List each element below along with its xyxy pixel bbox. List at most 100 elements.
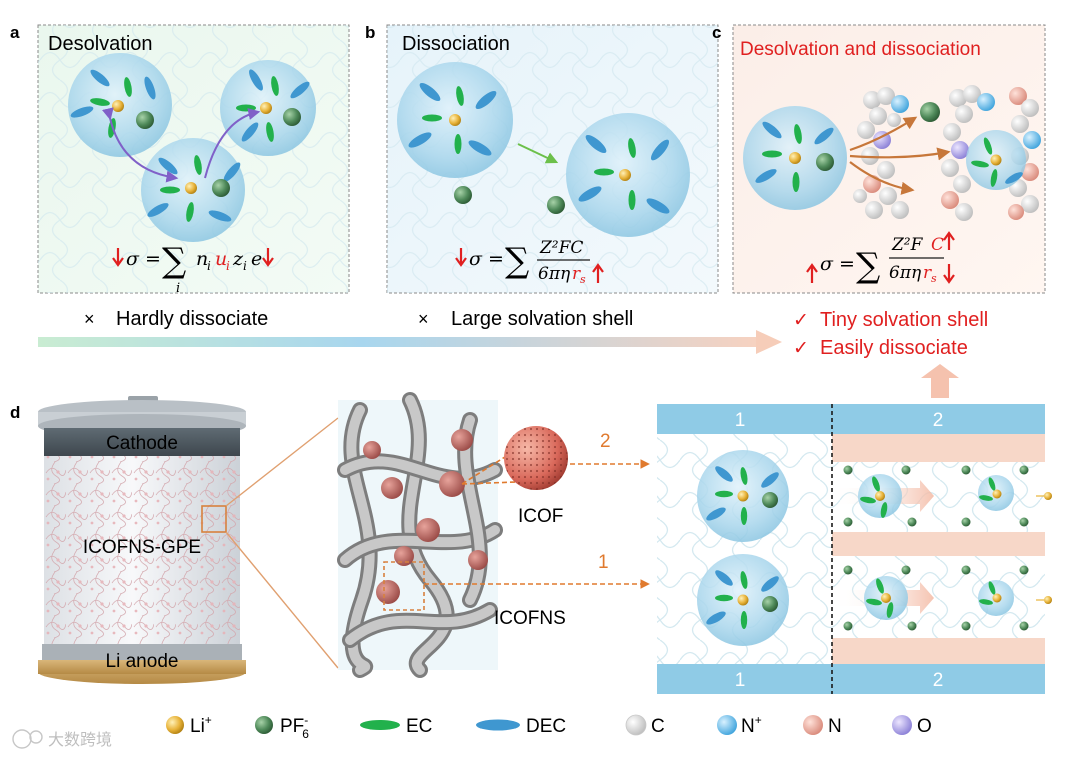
pf6-ion (920, 102, 940, 122)
panel-b-title: Dissociation (402, 33, 510, 55)
eq-denominator: 6πη (538, 264, 571, 284)
panel-b-equation: σ = ∑ Z²FC 6πη r s (455, 238, 604, 286)
eq-lhs: σ = (126, 248, 161, 270)
channel-wall-top (657, 404, 1045, 434)
solvation-shell (858, 474, 902, 518)
icof-layer (832, 532, 1045, 556)
legend-label: N (828, 716, 842, 737)
down-arrow-icon (943, 264, 955, 284)
region-label: 1 (735, 410, 746, 431)
down-arrow-icon (455, 248, 467, 267)
legend-pf6-icon (255, 716, 273, 734)
panel-a-letter: a (10, 23, 20, 42)
up-arrow-icon (943, 231, 955, 250)
migration-arrow (204, 108, 261, 179)
legend-label: Li+ (190, 713, 212, 737)
region-label: 2 (933, 410, 944, 431)
icof-layer (832, 434, 1045, 462)
panel-a: a Desolvation (10, 23, 350, 330)
legend-label: O (917, 716, 932, 737)
li-ion (1044, 492, 1052, 500)
gpe-label: ICOFNS-GPE (83, 537, 201, 558)
panel-b-letter: b (365, 23, 375, 42)
icofns-label: ICOFNS (494, 608, 566, 629)
up-arrow-icon (806, 263, 818, 283)
panel-d-letter: d (10, 403, 20, 422)
eq-lhs: σ = (820, 253, 855, 275)
zoom-line (225, 417, 339, 507)
eq-n-index: i (207, 259, 211, 273)
eq-z: z (232, 248, 244, 270)
solvation-shell (978, 580, 1014, 616)
icof-label: ICOF (518, 506, 563, 527)
leader-line (461, 449, 517, 485)
solvation-shell (141, 138, 245, 242)
eq-numerator: Z²FC (539, 238, 583, 258)
legend-c-icon (625, 714, 647, 736)
zoom-box (383, 561, 425, 611)
eq-u: u (215, 248, 227, 270)
eq-radius: r (923, 263, 932, 283)
solvation-shell (566, 113, 690, 237)
eq-n: n (196, 248, 208, 270)
pf6-ion-row (843, 465, 1029, 631)
region-label: 2 (933, 670, 944, 691)
solvation-shell (397, 62, 513, 178)
progress-arrow (38, 330, 782, 354)
eq-radius-index: s (931, 272, 937, 285)
zoom-line (225, 531, 339, 669)
sum-index: i (176, 281, 180, 296)
solvation-shell (220, 60, 316, 156)
check-icon: ✓ (793, 338, 809, 359)
migration-arrow (101, 107, 179, 183)
path-1-label: 1 (598, 552, 609, 573)
solvation-shell (697, 554, 789, 646)
panel-a-title: Desolvation (48, 33, 153, 55)
icofns-network (337, 392, 503, 678)
watermark-text: 大数跨境 (48, 730, 112, 749)
legend-label: C (651, 716, 665, 737)
legend-ec-icon (360, 720, 400, 730)
solvation-shell (864, 576, 908, 620)
migration-arrow (849, 161, 915, 195)
panel-c-checks: ✓ Tiny solvation shell ✓ Easily dissocia… (793, 309, 988, 359)
up-arrow-icon (592, 263, 604, 283)
solvation-shell (978, 475, 1014, 511)
panel-c-title: Desolvation and dissociation (740, 39, 981, 60)
legend-label: EC (406, 716, 432, 737)
eq-numerator: Z²F (891, 235, 924, 255)
eq-lhs: σ = (469, 248, 504, 270)
watermark-logo-icon (12, 729, 32, 749)
ionic-framework-molecule (853, 87, 909, 219)
li-ion (1044, 596, 1052, 604)
icof-particle (504, 426, 568, 490)
solvation-shell (743, 106, 847, 210)
legend-li-icon (166, 716, 184, 734)
cathode-layer (44, 428, 240, 456)
eq-z-index: i (243, 259, 247, 273)
legend-label: PF-6 (280, 713, 309, 741)
ionic-framework-molecule (941, 85, 995, 221)
solvation-shell (966, 130, 1026, 190)
sum-symbol: ∑ (162, 241, 186, 281)
legend-label: N+ (741, 713, 762, 737)
legend-n-plus-icon (717, 715, 737, 735)
eq-concentration: C (931, 235, 944, 255)
ion-channel: 1 2 1 2 (657, 404, 1052, 694)
pf6-ion (454, 186, 472, 204)
zoom-box (201, 505, 227, 533)
panel-b: b Dissociation σ (365, 23, 719, 330)
check-text: Easily dissociate (820, 337, 968, 359)
solvation-shell (697, 450, 789, 542)
panel-c: c Desolvation and dissociation (712, 23, 1046, 294)
channel-wall-bottom (657, 664, 1045, 694)
legend-label: DEC (526, 716, 566, 737)
solvation-shell (68, 53, 172, 157)
panel-a-note: Hardly dissociate (116, 308, 268, 330)
cathode-label: Cathode (106, 433, 178, 454)
panel-c-equation: σ = ∑ Z²F C 6πη r s (806, 231, 955, 286)
eq-u-index: i (226, 259, 230, 273)
watermark: 大数跨境 (12, 729, 112, 749)
leader-line (461, 481, 517, 485)
